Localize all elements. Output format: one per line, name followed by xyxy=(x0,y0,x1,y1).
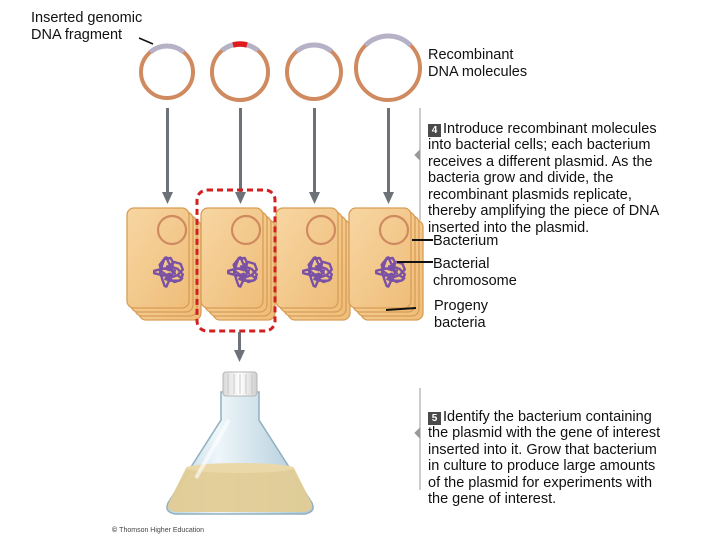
bacteria-colony-3 xyxy=(275,207,351,321)
label-recombinant-molecules: Recombinant DNA molecules xyxy=(428,47,528,80)
fragment-pointer xyxy=(138,37,154,45)
label-inserted-fragment: Inserted genomic DNA fragment xyxy=(31,10,143,43)
step-4-text: Introduce recombinant molecules into bac… xyxy=(428,120,660,236)
bacterial-chromosome xyxy=(153,256,184,288)
label-progeny-bacteria: Progeny bacteria xyxy=(434,298,489,331)
bacterium-cell xyxy=(126,207,190,309)
arrow-to-flask xyxy=(234,332,245,362)
step-4-number-badge: 4 xyxy=(428,123,441,137)
bacterial-chromosome xyxy=(302,256,333,288)
cell-plasmid xyxy=(305,214,337,246)
label-bacterium: Bacterium xyxy=(433,233,499,249)
bacteria-colony-4 xyxy=(348,207,424,321)
bacteria-colony-2 xyxy=(200,207,276,321)
cell-label-pointers xyxy=(385,239,433,311)
plasmid-3 xyxy=(285,42,343,101)
arrows-to-cells xyxy=(162,108,394,204)
cell-plasmid xyxy=(378,214,410,246)
cell-plasmid xyxy=(156,214,188,246)
step-brackets xyxy=(414,108,421,490)
bacterial-chromosome xyxy=(375,256,406,288)
step-5-text: Identify the bacterium containing the pl… xyxy=(428,408,661,508)
bacterium-cell xyxy=(348,207,412,309)
bacterium-cell xyxy=(200,207,264,309)
bacteria-colony-1 xyxy=(126,207,202,321)
cell-plasmid xyxy=(230,214,262,246)
bacteria-group xyxy=(126,207,424,321)
copyright-mark: © xyxy=(112,527,118,534)
culture-flask xyxy=(166,371,314,515)
plasmid-2 xyxy=(210,41,270,102)
bacterium-cell xyxy=(275,207,339,309)
selected-colony-box xyxy=(195,188,277,333)
bacterial-chromosome xyxy=(227,256,258,288)
plasmid-1 xyxy=(139,43,195,100)
step-5-number-badge: 5 xyxy=(428,411,441,425)
label-bacterial-chromosome: Bacterial chromosome xyxy=(433,256,517,289)
credit-text: Thomson Higher Education xyxy=(119,527,204,534)
publisher-credit: ©Thomson Higher Education xyxy=(112,527,204,534)
plasmid-4 xyxy=(354,33,422,102)
